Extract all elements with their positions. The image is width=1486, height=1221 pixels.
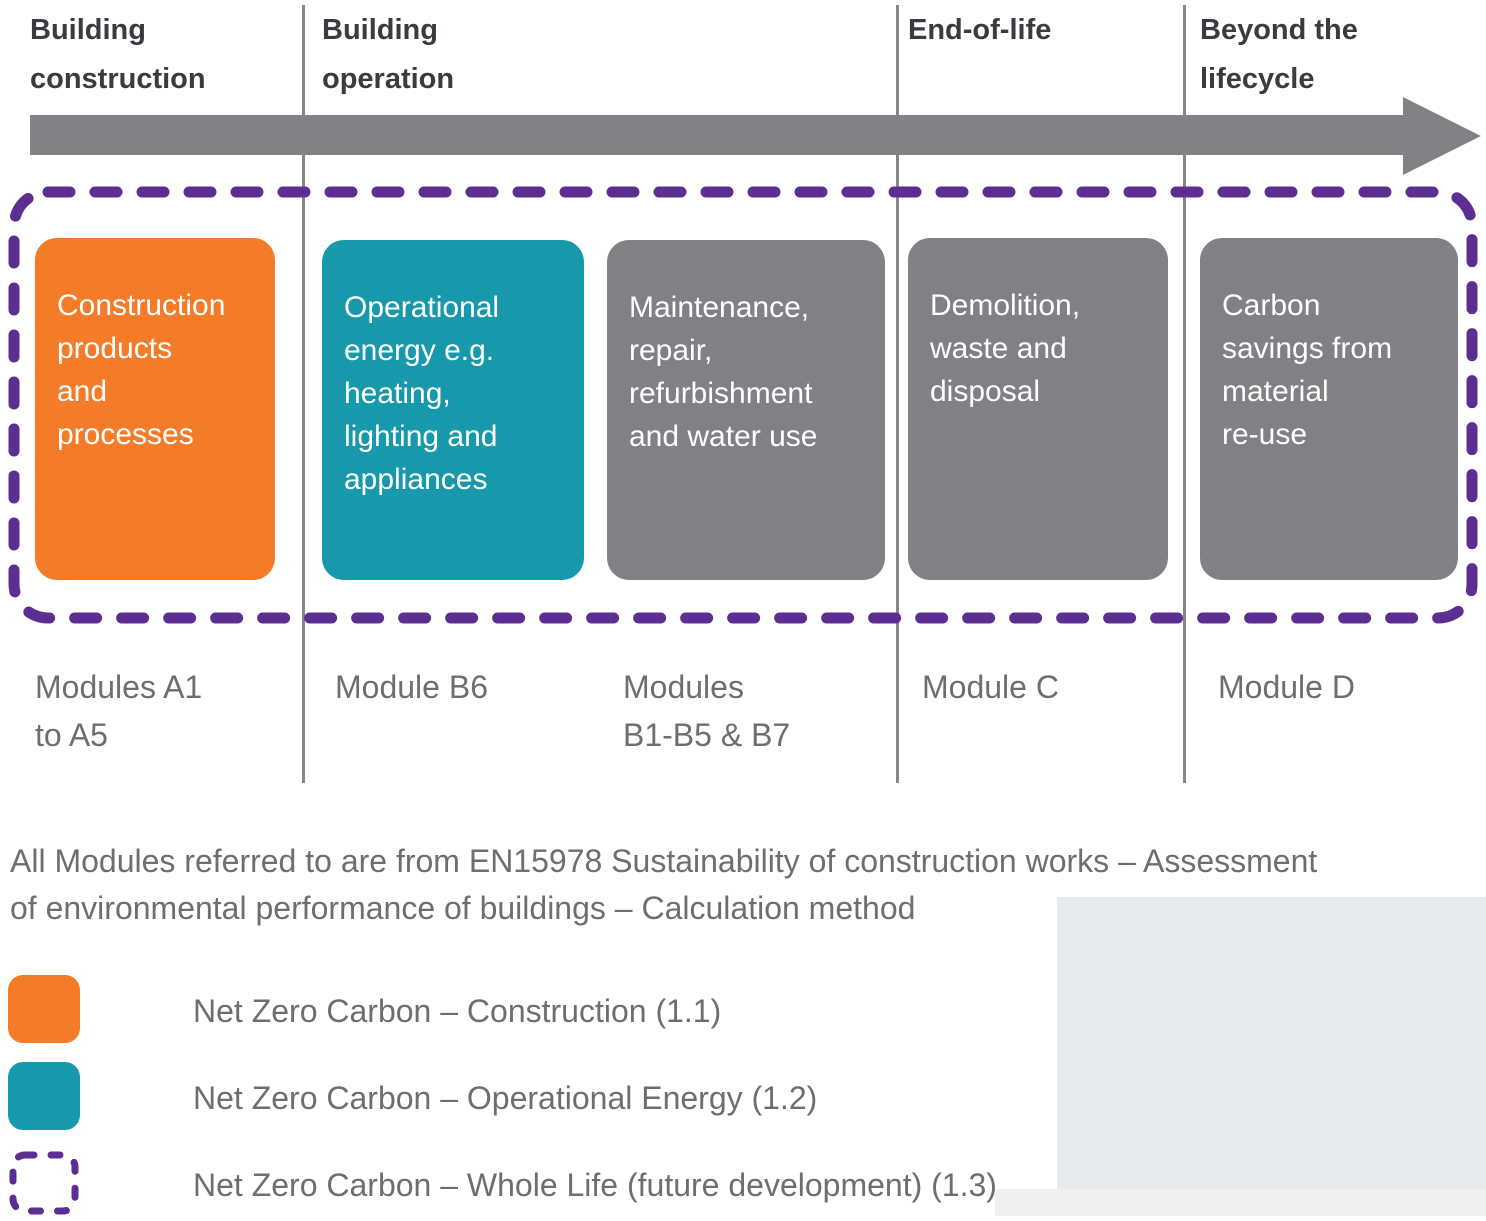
card-carbon-savings: Carbon savings from material re-use <box>1200 238 1458 580</box>
card-construction-products: Construction products and processes <box>35 238 275 580</box>
whole-life-dashed-outline <box>8 186 1478 624</box>
legend-swatch-whole-life-dashed <box>9 1151 79 1215</box>
legend-label-construction: Net Zero Carbon – Construction (1.1) <box>193 993 722 1029</box>
module-label-b1-b5-b7: Modules B1-B5 & B7 <box>623 669 791 753</box>
phase-header-building-construction: Building construction <box>30 14 206 95</box>
phase-header-end-of-life: End-of-life <box>908 14 1052 46</box>
phase-header-building-operation: Building operation <box>322 14 455 95</box>
phase-divider-1 <box>302 5 305 783</box>
legend-swatch-construction <box>8 975 80 1043</box>
module-label-b6: Module B6 <box>335 669 488 705</box>
legend-label-operational-energy: Net Zero Carbon – Operational Energy (1.… <box>193 1080 818 1116</box>
timeline-arrow-shaft <box>30 115 1405 155</box>
background-strip <box>995 1189 1486 1216</box>
legend-label-whole-life: Net Zero Carbon – Whole Life (future dev… <box>193 1167 997 1203</box>
module-label-c: Module C <box>922 669 1059 705</box>
card-maintenance-repair: Maintenance, repair, refurbishment and w… <box>607 240 885 580</box>
timeline-arrow-head-icon <box>1403 97 1481 175</box>
card-operational-energy: Operational energy e.g. heating, lightin… <box>322 240 584 580</box>
module-label-d: Module D <box>1218 669 1355 705</box>
phase-divider-2 <box>896 5 899 783</box>
phase-header-beyond-lifecycle: Beyond the lifecycle <box>1200 14 1358 95</box>
module-label-a1-a5: Modules A1 to A5 <box>35 669 203 753</box>
card-demolition-disposal: Demolition, waste and disposal <box>908 238 1168 580</box>
en15978-footnote: All Modules referred to are from EN15978… <box>10 843 1318 926</box>
background-block <box>1057 897 1486 1189</box>
legend-swatch-operational-energy <box>8 1062 80 1130</box>
phase-divider-3 <box>1183 5 1186 783</box>
